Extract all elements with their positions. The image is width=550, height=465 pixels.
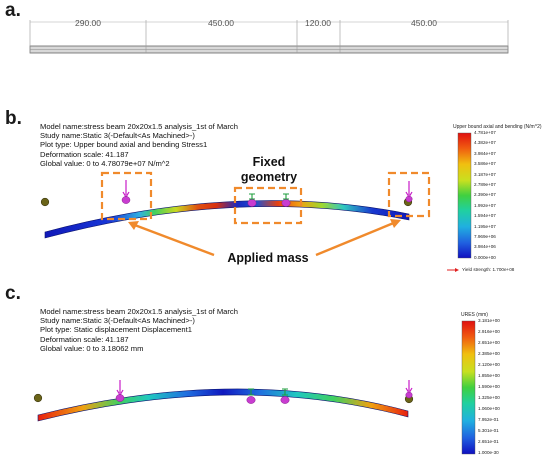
dimension-drawing: 290.00 450.00 120.00 450.00 [29, 18, 509, 54]
legend-b-ticks: 4.781e+07 4.382e+07 3.984e+07 3.586e+07 … [474, 130, 534, 262]
arrow-applied-left [131, 222, 215, 257]
fixture-right-icon [281, 199, 291, 207]
panel-b-letter: b. [5, 108, 22, 129]
info-c-global: Global value: 0 to 3.18062 mm [40, 343, 144, 353]
fixture-left-icon [247, 199, 257, 207]
mass-right-icon [405, 195, 413, 203]
mass-c-right-icon [405, 391, 413, 399]
support-c-left-icon [33, 393, 43, 403]
dim-450-a: 450.00 [208, 18, 234, 28]
beam-displacement [37, 388, 409, 422]
panel-b-info: Model name:stress beam 20x20x1.5 analysi… [40, 122, 238, 168]
fixture-c-right-icon [280, 396, 290, 404]
info-c-model: Model name:stress beam 20x20x1.5 analysi… [40, 307, 238, 316]
dim-290: 290.00 [75, 18, 101, 28]
beam-stress [44, 200, 410, 239]
legend-b-tick: 3.187e+07 [474, 171, 496, 177]
legend-c-tick: 2.651e-01 [478, 439, 499, 444]
legend-b-title: Upper bound axial and bending (N/m^2) [453, 124, 542, 130]
support-left-icon [40, 197, 50, 207]
mass-c-left-icon [115, 394, 125, 402]
legend-b-tick: 2.789e+07 [474, 182, 496, 187]
legend-b-tick: 0.000e+00 [474, 254, 496, 260]
legend-c-tick: 7.952e-01 [478, 417, 499, 422]
yield-arrow-icon [455, 268, 459, 272]
legend-b-tick: 4.781e+07 [474, 130, 496, 135]
dim-120: 120.00 [305, 18, 331, 28]
legend-b-tick: 1.992e+07 [474, 202, 496, 208]
legend-b-tick: 3.984e+06 [474, 244, 496, 250]
legend-c-tick: 3.181e+00 [478, 318, 500, 323]
legend-b-tick: 1.594e+07 [474, 213, 496, 219]
fixed-geometry-label: Fixed geometry [225, 155, 313, 185]
fixed-label-line2: geometry [240, 170, 298, 184]
legend-b-tick: 3.984e+07 [474, 150, 496, 156]
info-c-plot: Plot type: Static displacement Displacem… [40, 325, 192, 335]
legend-c-tick: 2.916e+00 [478, 329, 500, 334]
legend-b-tick: 1.195e+07 [474, 223, 496, 229]
legend-b-colorbar [457, 132, 472, 259]
applied-mass-label: Applied mass [227, 251, 309, 265]
legend-c-tick: 5.301e-01 [478, 428, 499, 433]
applied-box-right [387, 171, 431, 218]
fixture-c-left-icon [246, 396, 256, 404]
panel-c-graphics [33, 320, 476, 455]
legend-c-title: URES (mm) [461, 312, 488, 318]
legend-c-tick: 2.120e+00 [478, 362, 500, 367]
legend-b-tick: 7.969e+06 [474, 234, 496, 239]
legend-c-tick: 1.590e+00 [478, 384, 500, 389]
panel-c-letter: c. [5, 283, 21, 304]
fixed-label-line1: Fixed [252, 155, 286, 169]
legend-b-tick: 2.390e+07 [474, 192, 496, 198]
legend-c-tick: 2.385e+00 [478, 351, 500, 356]
info-b-plot: Plot type: Upper bound axial and bending… [40, 140, 208, 150]
info-b-study: Study name:Static 3(-Default<As Machined… [40, 131, 195, 141]
fixed-box [233, 186, 303, 225]
applied-box-left [100, 171, 153, 221]
yield-strength-label: Yield strength: 1.700e+08 [462, 267, 515, 272]
legend-c-tick: 1.325e+00 [478, 395, 500, 400]
info-b-scale: Deformation scale: 41.187 [40, 149, 129, 159]
legend-c-ticks: 3.181e+00 2.916e+00 2.651e+00 2.385e+00 … [478, 318, 538, 458]
legend-c-colorbar [461, 320, 476, 455]
info-c-scale: Deformation scale: 41.187 [40, 334, 129, 344]
legend-c-tick: 2.651e+00 [478, 340, 500, 345]
mass-left-icon [121, 196, 131, 204]
info-b-model: Model name:stress beam 20x20x1.5 analysi… [40, 122, 238, 131]
info-c-study: Study name:Static 3(-Default<As Machined… [40, 316, 195, 326]
dim-450-b: 450.00 [411, 18, 437, 28]
legend-b-tick: 3.586e+07 [474, 161, 496, 167]
legend-c-tick: 1.855e+00 [478, 373, 500, 378]
panel-a-letter: a. [5, 0, 21, 21]
info-b-global: Global value: 0 to 4.78079e+07 N/m^2 [40, 158, 170, 168]
panel-c-info: Model name:stress beam 20x20x1.5 analysi… [40, 307, 238, 353]
legend-b-tick: 4.382e+07 [474, 140, 496, 146]
panel-b-graphics [40, 132, 472, 272]
legend-c-tick: 1.060e+00 [478, 406, 500, 411]
arrow-applied-right [315, 220, 397, 257]
legend-c-tick: 1.000e-30 [478, 450, 499, 455]
